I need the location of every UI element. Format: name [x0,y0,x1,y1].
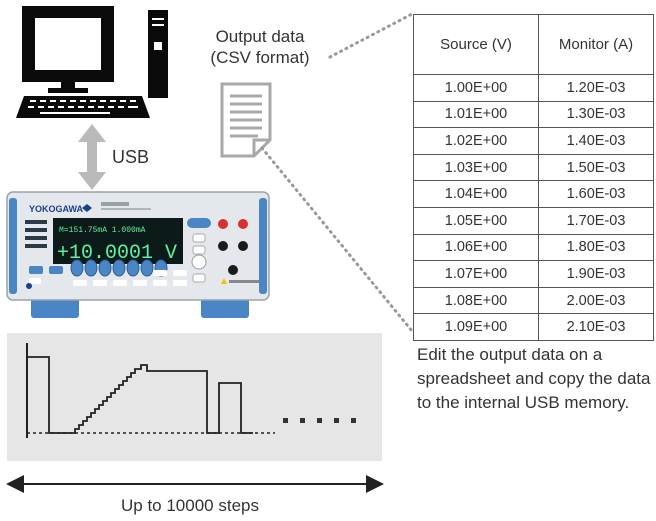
power-button [26,283,32,289]
terminals [218,219,248,275]
output-data-line1: Output data [215,27,305,46]
cell-monitor: 1.30E-03 [538,100,654,129]
instruction-note: Edit the output data on a spreadsheet an… [417,345,651,412]
steps-double-arrow [6,475,384,493]
cell-source: 1.07E+00 [413,260,539,288]
cell-monitor: 2.10E-03 [538,313,654,341]
table-header-row: Source (V) Monitor (A) [413,14,654,75]
cell-monitor: 1.20E-03 [538,74,654,102]
cell-source: 1.02E+00 [413,127,539,155]
step-waveform [26,343,356,438]
cell-source: 1.05E+00 [413,206,539,235]
cell-source: 1.09E+00 [413,313,539,341]
device-foot-left [31,296,79,318]
cell-source: 1.01E+00 [413,100,539,129]
display-main-value: +10.0001 V [57,242,177,265]
connector-bottom [260,146,414,333]
header-monitor: Monitor (A) [538,14,654,75]
usb-label: USB [112,147,150,167]
cell-monitor: 1.70E-03 [538,206,654,235]
cell-monitor: 1.50E-03 [538,153,654,182]
device-foot-right [201,296,249,318]
cell-source: 1.00E+00 [413,74,539,102]
display-top-line: M=151.75mA 1.000mA [59,226,146,235]
cell-monitor: 1.80E-03 [538,233,654,262]
step-trace [27,356,253,434]
cell-source: 1.08E+00 [413,286,539,315]
computer-icon [16,6,168,118]
rotary-knob [191,254,207,270]
monitor-screen [35,18,101,70]
cell-monitor: 2.00E-03 [538,286,654,315]
cell-monitor: 1.40E-03 [538,127,654,155]
cell-source: 1.06E+00 [413,233,539,262]
cell-monitor: 1.90E-03 [538,260,654,288]
output-data-line2: (CSV format) [210,48,310,67]
cell-monitor: 1.60E-03 [538,180,654,208]
cell-source: 1.04E+00 [413,180,539,208]
cell-source: 1.03E+00 [413,153,539,182]
device-display [53,218,183,264]
waveform-panel [7,333,382,461]
connector-top [328,12,414,59]
output-data-label: Output data (CSV format) [190,26,330,68]
header-source: Source (V) [413,14,539,75]
device-brand: YOKOGAWA [29,204,84,214]
source-measure-unit: YOKOGAWA M=151.75mA 1.000mA +10.0001 V [6,191,270,318]
pc-tower [148,10,168,98]
usb-double-arrow [78,124,106,190]
continuation-dots [283,418,356,423]
steps-label: Up to 10000 steps [121,496,259,515]
